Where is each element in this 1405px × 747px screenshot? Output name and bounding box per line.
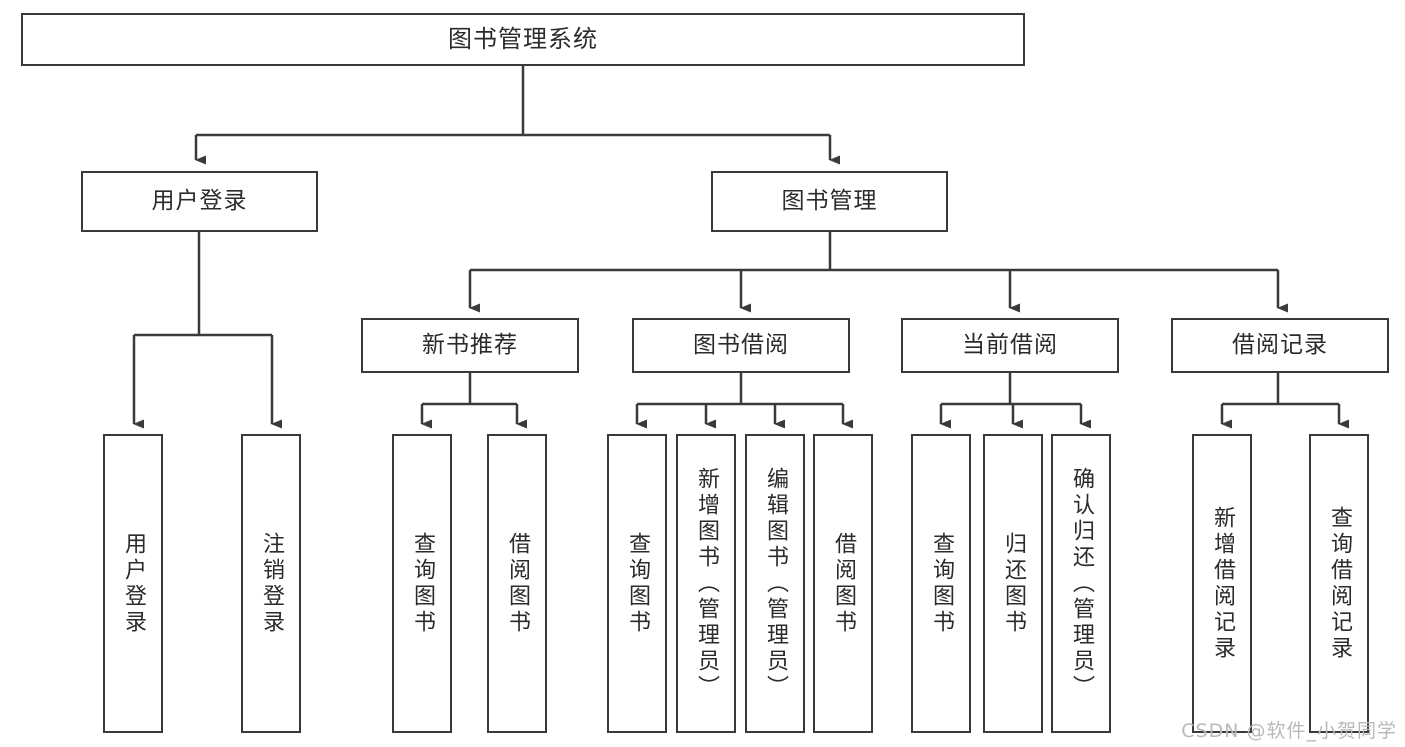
leaf-borrow-book-2[interactable]: 借阅图书 — [813, 434, 873, 733]
leaf-query-book-3[interactable]: 查询图书 — [911, 434, 971, 733]
node-label: 用户登录 — [121, 531, 146, 636]
node-current-borrow[interactable]: 当前借阅 — [901, 318, 1119, 373]
leaf-query-book-1[interactable]: 查询图书 — [392, 434, 452, 733]
edge-book-borrow-to-leaves — [635, 373, 853, 429]
leaf-edit-book-admin[interactable]: 编辑图书（管理员） — [745, 434, 805, 733]
node-label: 查询图书 — [410, 531, 435, 636]
node-borrow-record[interactable]: 借阅记录 — [1171, 318, 1389, 373]
leaf-add-borrow-record[interactable]: 新增借阅记录 — [1192, 434, 1252, 733]
edge-root-to-level1 — [194, 66, 840, 165]
node-user-login[interactable]: 用户登录 — [81, 171, 318, 232]
leaf-logout[interactable]: 注销登录 — [241, 434, 301, 733]
node-label: 借阅图书 — [505, 531, 530, 636]
node-label: 新增图书（管理员） — [694, 466, 719, 701]
leaf-add-book-admin[interactable]: 新增图书（管理员） — [676, 434, 736, 733]
node-label: 借阅记录 — [1232, 331, 1328, 358]
leaf-return-book[interactable]: 归还图书 — [983, 434, 1043, 733]
edge-book-manage-to-level2 — [468, 232, 1288, 313]
node-label: 借阅图书 — [831, 531, 856, 636]
leaf-borrow-book-1[interactable]: 借阅图书 — [487, 434, 547, 733]
node-label: 当前借阅 — [962, 331, 1058, 358]
node-label: 图书管理系统 — [448, 25, 598, 54]
node-label: 注销登录 — [259, 531, 284, 636]
leaf-query-borrow-record[interactable]: 查询借阅记录 — [1309, 434, 1369, 733]
node-label: 新书推荐 — [422, 331, 518, 358]
node-label: 确认归还（管理员） — [1069, 466, 1094, 701]
node-label: 查询借阅记录 — [1327, 505, 1352, 662]
node-label: 编辑图书（管理员） — [763, 466, 788, 701]
edge-current-borrow-to-leaves — [939, 373, 1091, 429]
node-new-book-recommend[interactable]: 新书推荐 — [361, 318, 579, 373]
node-label: 图书借阅 — [693, 331, 789, 358]
node-root-system[interactable]: 图书管理系统 — [21, 13, 1025, 66]
node-book-manage[interactable]: 图书管理 — [711, 171, 948, 232]
leaf-query-book-2[interactable]: 查询图书 — [607, 434, 667, 733]
watermark-text: CSDN @软件_小贺同学 — [1181, 720, 1397, 742]
node-label: 查询图书 — [929, 531, 954, 636]
node-label: 新增借阅记录 — [1210, 505, 1235, 662]
edge-borrow-record-to-leaves — [1220, 373, 1349, 429]
node-label: 用户登录 — [151, 187, 248, 214]
node-label: 归还图书 — [1001, 531, 1026, 636]
edge-user-login-to-leaves — [132, 232, 282, 429]
leaf-user-login[interactable]: 用户登录 — [103, 434, 163, 733]
node-label: 查询图书 — [625, 531, 650, 636]
node-label: 图书管理 — [781, 187, 878, 214]
node-book-borrow[interactable]: 图书借阅 — [632, 318, 850, 373]
edge-new-book-rec-to-leaves — [420, 373, 527, 429]
leaf-confirm-return-admin[interactable]: 确认归还（管理员） — [1051, 434, 1111, 733]
